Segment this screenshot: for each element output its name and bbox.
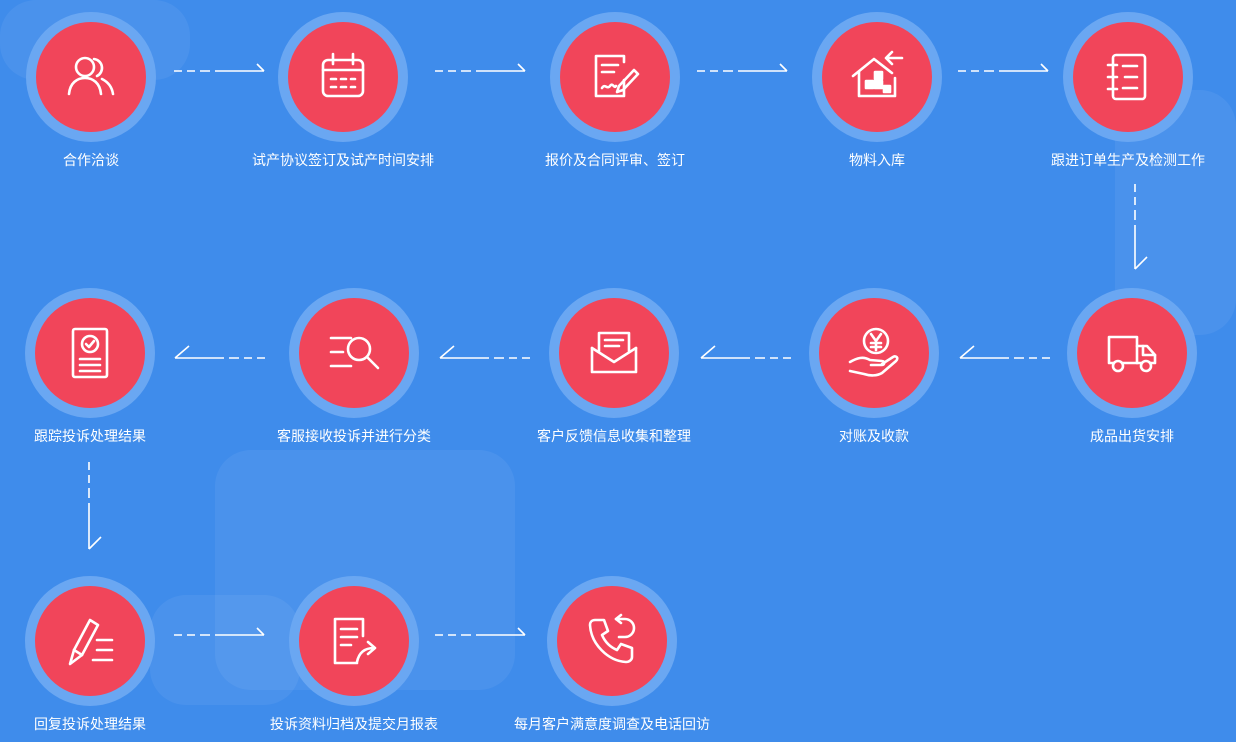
contract-sign-icon — [594, 54, 640, 98]
people-icon — [67, 56, 115, 96]
step-label: 成品出货安排 — [1090, 429, 1174, 445]
step-complaint-reply: 回复投诉处理结果 — [0, 576, 210, 734]
step-complaint-tracking: 跟踪投诉处理结果 — [0, 288, 210, 446]
step-label: 每月客户满意度调查及电话回访 — [514, 717, 710, 733]
step-label: 回复投诉处理结果 — [34, 717, 146, 733]
step-ring — [1067, 288, 1197, 418]
arrow-left — [959, 345, 1050, 359]
step-label: 报价及合同评审、签订 — [545, 153, 685, 169]
arrow-left — [700, 345, 791, 359]
warehouse-inbound-icon — [851, 50, 904, 98]
delivery-truck-icon — [1107, 335, 1157, 373]
arrow-right — [174, 63, 265, 72]
step-ring — [25, 576, 155, 706]
step-ring — [289, 288, 419, 418]
step-quotation-contract: 报价及合同评审、签订 — [495, 12, 735, 170]
yen-hand-icon — [848, 327, 899, 377]
document-share-icon — [333, 617, 377, 665]
arrow-left — [439, 345, 530, 359]
step-circle — [299, 298, 409, 408]
step-ring — [278, 12, 408, 142]
step-circle — [35, 298, 145, 408]
step-circle — [36, 22, 146, 132]
step-circle — [559, 298, 669, 408]
arrow-down — [88, 462, 102, 550]
step-archive-monthly-report: 投诉资料归档及提交月报表 — [234, 576, 474, 734]
step-ring — [549, 288, 679, 418]
background-decoration — [150, 595, 300, 705]
phone-callback-icon — [588, 613, 636, 664]
arrow-right — [958, 63, 1049, 72]
step-label: 试产协议签订及试产时间安排 — [252, 153, 434, 169]
step-circle — [560, 22, 670, 132]
step-label: 客服接收投诉并进行分类 — [277, 429, 431, 445]
arrow-right — [697, 63, 788, 72]
step-label: 物料入库 — [849, 153, 905, 169]
step-ring — [550, 12, 680, 142]
step-reconciliation-payment: 对账及收款 — [754, 288, 994, 446]
checklist-icon — [1106, 53, 1147, 101]
step-circle — [822, 22, 932, 132]
arrow-right — [174, 627, 265, 636]
arrow-right — [435, 63, 526, 72]
step-label: 对账及收款 — [839, 429, 909, 445]
step-label: 客户反馈信息收集和整理 — [537, 429, 691, 445]
step-circle — [1077, 298, 1187, 408]
step-circle — [35, 586, 145, 696]
step-circle — [557, 586, 667, 696]
step-ring — [25, 288, 155, 418]
pen-list-icon — [68, 618, 114, 666]
step-production-follow-up: 跟进订单生产及检测工作 — [1008, 12, 1236, 170]
step-label: 合作洽谈 — [63, 153, 119, 169]
step-ring — [809, 288, 939, 418]
step-complaint-classification: 客服接收投诉并进行分类 — [234, 288, 474, 446]
step-ring — [812, 12, 942, 142]
step-circle — [299, 586, 409, 696]
step-cooperation-negotiation: 合作洽谈 — [0, 12, 211, 170]
step-trial-agreement: 试产协议签订及试产时间安排 — [223, 12, 463, 170]
step-satisfaction-survey: 每月客户满意度调查及电话回访 — [492, 576, 732, 734]
arrow-right — [435, 627, 526, 636]
step-circle — [288, 22, 398, 132]
step-ring — [289, 576, 419, 706]
step-material-inbound: 物料入库 — [757, 12, 997, 170]
arrow-left — [174, 345, 265, 359]
calendar-icon — [321, 52, 365, 98]
step-customer-feedback: 客户反馈信息收集和整理 — [494, 288, 734, 446]
arrow-down — [1134, 184, 1148, 270]
step-ring — [26, 12, 156, 142]
step-finished-goods-shipping: 成品出货安排 — [1012, 288, 1236, 446]
mail-icon — [590, 331, 638, 374]
step-circle — [1073, 22, 1183, 132]
step-ring — [547, 576, 677, 706]
step-label: 投诉资料归档及提交月报表 — [270, 717, 438, 733]
step-label: 跟进订单生产及检测工作 — [1051, 153, 1205, 169]
step-label: 跟踪投诉处理结果 — [34, 429, 146, 445]
approved-document-icon — [71, 327, 109, 379]
search-list-icon — [329, 336, 380, 370]
step-circle — [819, 298, 929, 408]
step-ring — [1063, 12, 1193, 142]
